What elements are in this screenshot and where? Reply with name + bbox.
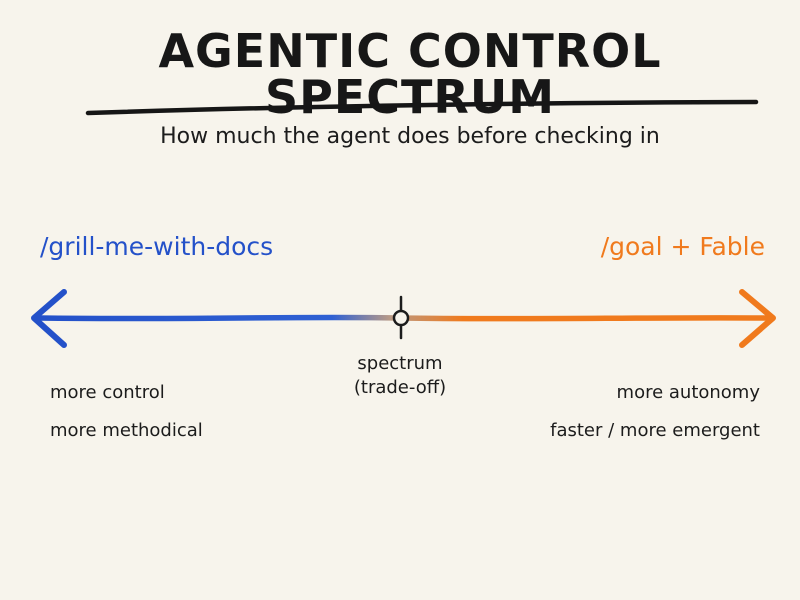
right-note-1: more autonomy <box>616 382 760 403</box>
left-note-2: more methodical <box>50 420 203 441</box>
diagram-subtitle: How much the agent does before checking … <box>160 124 660 149</box>
left-end-label: /grill-me-with-docs <box>40 232 274 261</box>
title-underline <box>85 99 759 116</box>
center-marker-label: spectrum (trade-off) <box>330 352 470 401</box>
center-label-line-2: (trade-off) <box>353 377 447 399</box>
left-arrowhead <box>31 289 67 348</box>
right-notes: more autonomy faster / more emergent <box>550 374 760 450</box>
center-marker <box>392 309 410 327</box>
right-arrowhead <box>739 289 776 348</box>
center-label-line-1: spectrum <box>357 353 443 374</box>
right-note-2: faster / more emergent <box>550 420 760 441</box>
left-notes: more control more methodical <box>50 374 203 450</box>
right-end-label: /goal + Fable <box>600 232 765 261</box>
left-note-1: more control <box>50 382 165 403</box>
diagram-title: AGENTIC CONTROL SPECTRUM <box>158 24 662 124</box>
